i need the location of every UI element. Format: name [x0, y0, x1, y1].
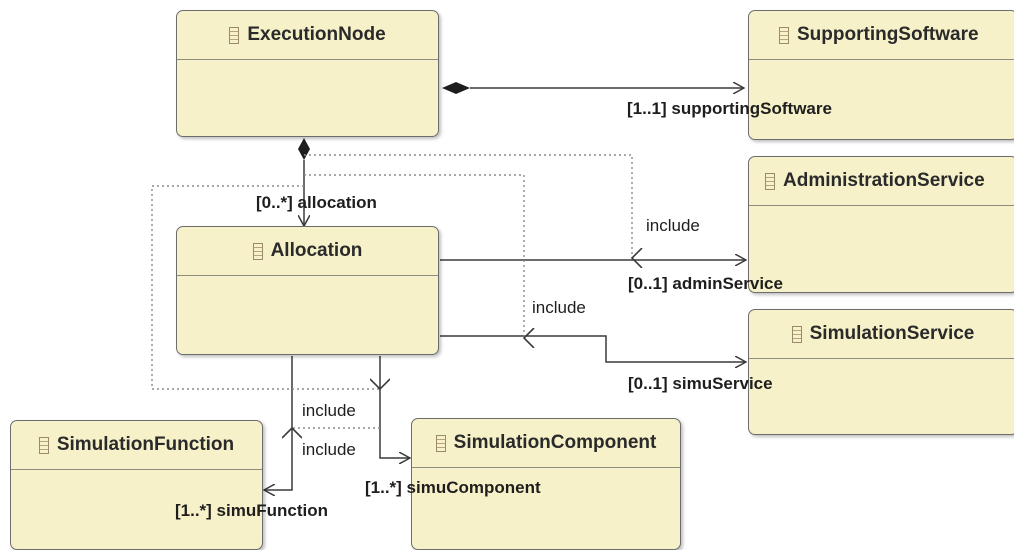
class-name: Allocation: [270, 240, 363, 261]
composition-supporting-software[interactable]: [442, 82, 744, 94]
reference-simu-function[interactable]: [264, 356, 293, 490]
class-administration-service[interactable]: AdministrationService: [748, 156, 1014, 293]
label-simu-component: [1..*] simuComponent: [365, 478, 541, 497]
label-admin-service: [0..1] adminService: [628, 274, 783, 293]
label-simu-service: [0..1] simuService: [628, 374, 773, 393]
label-include-admin: include: [646, 216, 700, 235]
reference-simu-component[interactable]: [379, 356, 410, 458]
class-name: SimulationComponent: [453, 432, 657, 453]
class-simulation-service[interactable]: SimulationService: [748, 309, 1014, 435]
class-icon: [791, 325, 802, 343]
class-icon: [435, 434, 446, 452]
class-simulation-function[interactable]: SimulationFunction: [10, 420, 263, 550]
class-simulation-component[interactable]: SimulationComponent: [411, 418, 681, 550]
include-dependency-component[interactable]: [151, 185, 380, 389]
include-dependency-admin[interactable]: [304, 154, 632, 258]
label-include-function: include: [302, 440, 356, 459]
label-allocation: [0..*] allocation: [256, 193, 377, 212]
composition-allocation[interactable]: [298, 138, 310, 226]
class-supporting-software[interactable]: SupportingSoftware: [748, 10, 1014, 140]
class-execution-node[interactable]: ExecutionNode: [176, 10, 439, 137]
class-icon: [779, 26, 789, 44]
class-name: SupportingSoftware: [797, 24, 979, 45]
class-allocation[interactable]: Allocation: [176, 226, 439, 355]
class-name: AdministrationService: [783, 170, 985, 191]
class-icon: [252, 242, 263, 260]
class-name: SimulationFunction: [56, 434, 235, 455]
class-icon: [765, 172, 775, 190]
reference-simu-service[interactable]: [440, 335, 746, 362]
label-simu-function: [1..*] simuFunction: [175, 501, 328, 520]
include-dependency-simu-service[interactable]: [304, 174, 524, 338]
class-icon: [229, 26, 240, 44]
label-include-simu-service: include: [532, 298, 586, 317]
class-name: SimulationService: [809, 323, 975, 344]
label-include-component: include: [302, 401, 356, 420]
class-name: ExecutionNode: [247, 24, 386, 45]
class-icon: [38, 436, 49, 454]
label-supporting-software: [1..1] supportingSoftware: [627, 99, 832, 118]
